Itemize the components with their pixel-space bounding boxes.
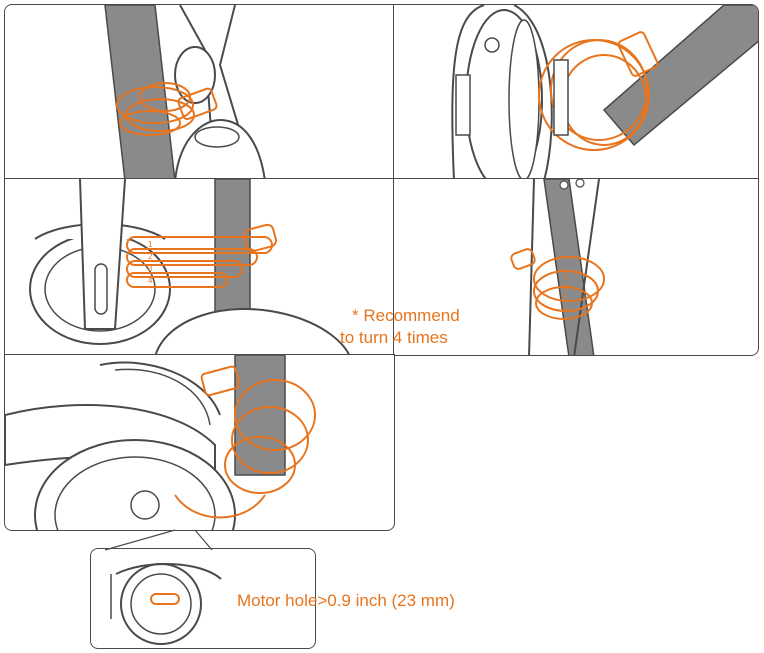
illustration-motor-hole-inset bbox=[110, 562, 222, 645]
illustration-lock-around-stem bbox=[104, 5, 266, 179]
illustration-lock-around-fork: 1 2 3 4 bbox=[29, 179, 351, 355]
illustration-lock-around-wheel bbox=[451, 5, 758, 179]
recommend-line-1: * Recommend bbox=[352, 306, 460, 325]
illustration-lock-around-pole: 1 2 3 4 bbox=[510, 179, 605, 355]
illustration-lock-through-motor-hole bbox=[5, 355, 316, 530]
coil-number-2: 2 bbox=[148, 252, 153, 261]
recommend-line-2: to turn 4 times bbox=[340, 328, 448, 347]
coil-number-4: 4 bbox=[148, 276, 153, 285]
panel-lock-around-wheel bbox=[393, 4, 759, 180]
recommend-annotation: * Recommend to turn 4 times bbox=[340, 305, 460, 349]
panel-lock-around-pole: 1 2 3 4 bbox=[393, 178, 759, 356]
coil-number-1: 1 bbox=[148, 240, 153, 249]
motor-hole-label: Motor hole>0.9 inch (23 mm) bbox=[237, 591, 455, 610]
panel-lock-around-stem bbox=[4, 4, 395, 180]
coil-number-3: 3 bbox=[148, 264, 153, 273]
coil-number-3: 3 bbox=[562, 294, 567, 303]
panel-lock-through-motor-hole bbox=[4, 354, 395, 531]
coil-number-2: 2 bbox=[564, 283, 569, 292]
panel-lock-around-fork: 1 2 3 4 bbox=[4, 178, 395, 356]
coil-number-4: 4 bbox=[562, 305, 567, 314]
coil-number-1: 1 bbox=[564, 272, 569, 281]
inset-motor-hole-detail bbox=[90, 548, 316, 649]
